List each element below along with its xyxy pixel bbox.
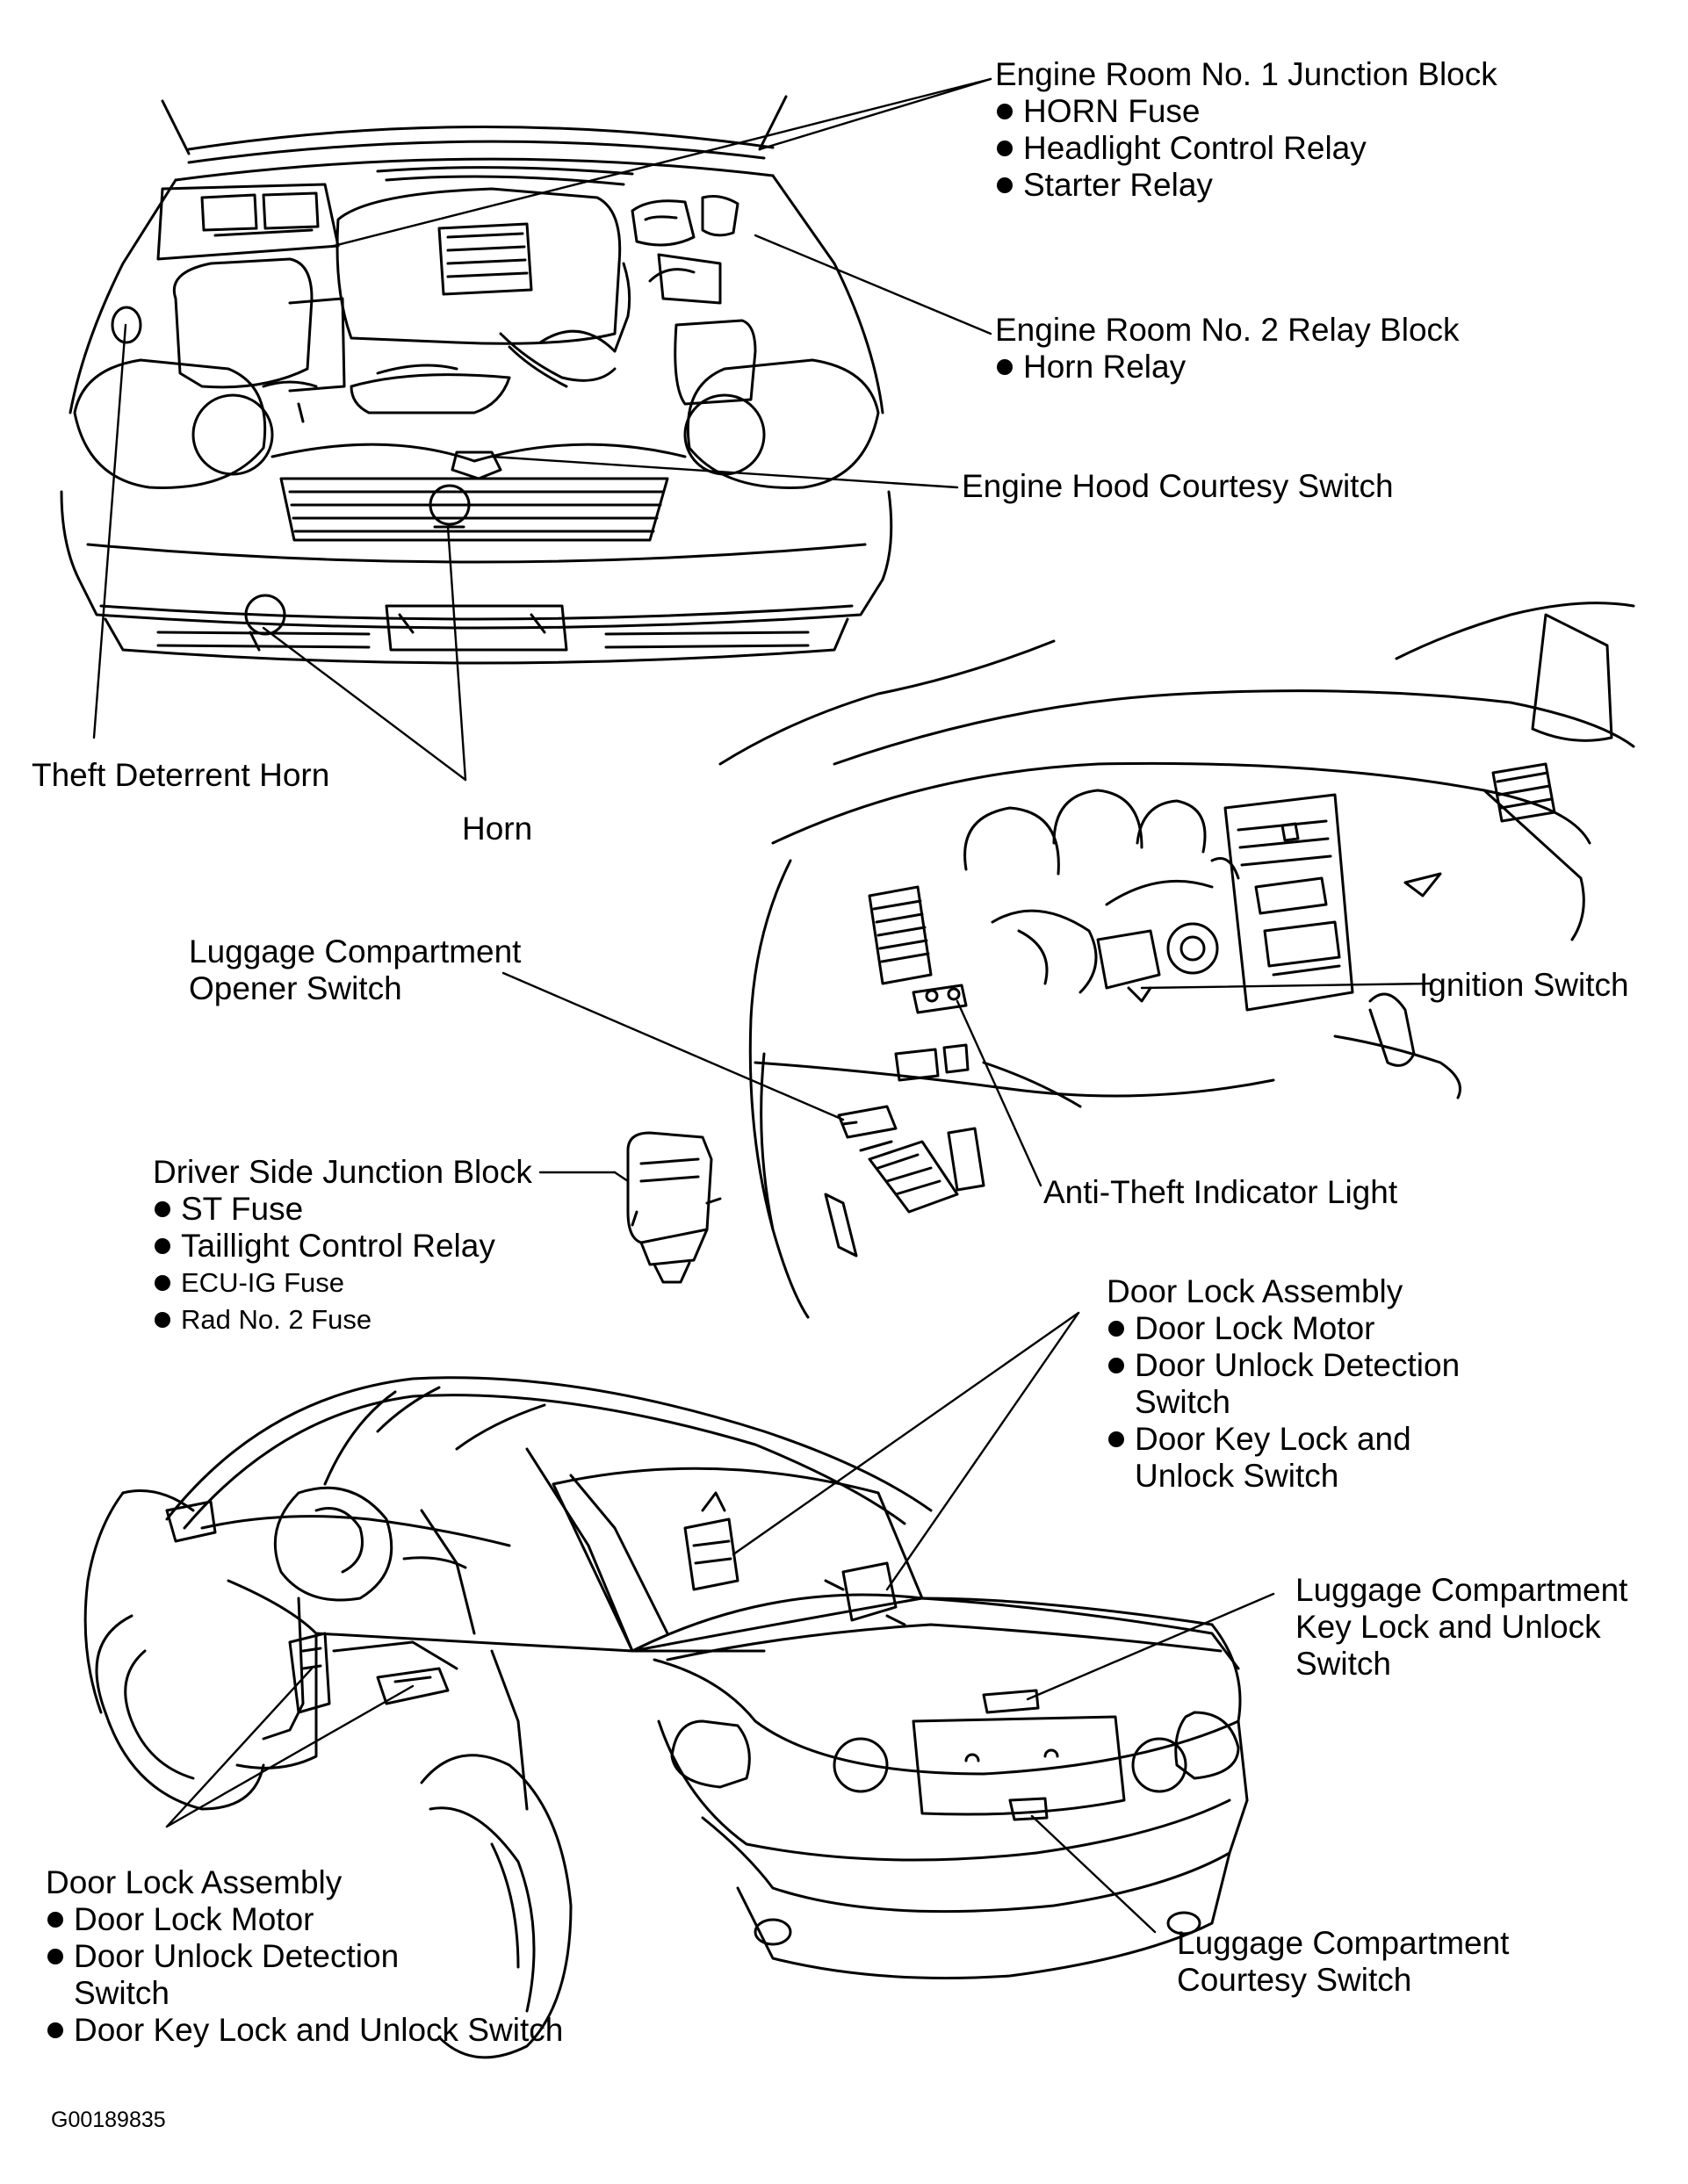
list-item-line: Door Unlock Detection <box>1135 1347 1461 1383</box>
callout-line: Luggage Compartment <box>1177 1925 1510 1961</box>
callout-theft-deterrent-horn: Theft Deterrent Horn <box>32 757 329 794</box>
front-engine-bay-drawing <box>60 95 893 665</box>
callout-luggage-compartment-courtesy-switch: Luggage Compartment Courtesy Switch <box>1177 1925 1509 1999</box>
list-item-line: Door Key Lock and <box>1135 1421 1411 1457</box>
callout-title: Door Lock Assembly <box>1107 1273 1403 1309</box>
callout-engine-room-no2-relay-block: Engine Room No. 2 Relay Block Horn Relay <box>995 312 1460 386</box>
list-item: Rad No. 2 Fuse <box>153 1301 532 1338</box>
callout-driver-side-junction-block: Driver Side Junction Block ST Fuse Taill… <box>153 1154 532 1338</box>
callout-title: Engine Room No. 1 Junction Block <box>995 56 1497 92</box>
item-list: Door Lock Motor Door Unlock Detection Sw… <box>46 1901 563 2049</box>
list-item: Door Lock Motor <box>1107 1310 1460 1347</box>
callout-anti-theft-indicator-light: Anti-Theft Indicator Light <box>1043 1174 1397 1211</box>
callout-door-lock-assembly-rear: Door Lock Assembly Door Lock Motor Door … <box>1107 1273 1460 1495</box>
callout-title: Anti-Theft Indicator Light <box>1043 1174 1398 1210</box>
list-item: Door Key Lock and Unlock Switch <box>46 2012 563 2049</box>
driver-side-junction-block-drawing <box>626 1131 722 1284</box>
callout-horn: Horn <box>462 811 532 847</box>
list-item: Starter Relay <box>995 167 1497 204</box>
callout-title: Door Lock Assembly <box>46 1864 343 1900</box>
callout-line: Courtesy Switch <box>1177 1962 1412 1998</box>
callout-title: Engine Hood Courtesy Switch <box>962 468 1394 504</box>
callout-title: Driver Side Junction Block <box>153 1154 532 1190</box>
callout-engine-room-no1-junction-block: Engine Room No. 1 Junction Block HORN Fu… <box>995 56 1497 204</box>
callout-title: Engine Room No. 2 Relay Block <box>995 312 1460 348</box>
callout-ignition-switch: Ignition Switch <box>1419 967 1629 1004</box>
callout-title: Theft Deterrent Horn <box>32 757 330 793</box>
callout-line: Switch <box>1295 1646 1391 1682</box>
list-item: HORN Fuse <box>995 93 1497 130</box>
list-item: Door Unlock Detection Switch <box>1107 1347 1460 1421</box>
dashboard-drawing <box>718 602 1635 1319</box>
list-item: Headlight Control Relay <box>995 130 1497 167</box>
callout-engine-hood-courtesy-switch: Engine Hood Courtesy Switch <box>962 468 1394 505</box>
callout-title-line2: Opener Switch <box>189 970 402 1006</box>
item-list: Horn Relay <box>995 349 1460 386</box>
list-item: Door Unlock Detection Switch <box>46 1938 563 2012</box>
figure-id: G00189835 <box>51 2108 166 2132</box>
item-list: ST Fuse Taillight Control Relay <box>153 1191 532 1265</box>
list-item: Door Key Lock and Unlock Switch <box>1107 1421 1460 1495</box>
callout-title: Horn <box>462 811 533 847</box>
callout-luggage-compartment-key-lock-unlock-switch: Luggage Compartment Key Lock and Unlock … <box>1295 1572 1627 1683</box>
item-list: HORN Fuse Headlight Control Relay Starte… <box>995 93 1497 204</box>
list-item: Taillight Control Relay <box>153 1228 532 1265</box>
callout-title-line1: Luggage Compartment <box>189 933 522 969</box>
callout-title: Ignition Switch <box>1419 967 1629 1003</box>
leader-lines-middle <box>501 971 1433 1187</box>
callout-line: Luggage Compartment <box>1295 1572 1628 1608</box>
leader-lines-top <box>92 77 992 782</box>
item-list-small: ECU-IG Fuse Rad No. 2 Fuse <box>153 1265 532 1338</box>
callout-door-lock-assembly-front: Door Lock Assembly Door Lock Motor Door … <box>46 1864 563 2049</box>
list-item-continuation: Unlock Switch <box>1135 1458 1339 1494</box>
list-item-line: Door Unlock Detection <box>74 1938 400 1974</box>
list-item: Door Lock Motor <box>46 1901 563 1938</box>
rear-car-drawing <box>83 1376 1249 2059</box>
list-item-continuation: Switch <box>1135 1384 1230 1420</box>
list-item: ECU-IG Fuse <box>153 1265 532 1301</box>
list-item-continuation: Switch <box>74 1975 170 2011</box>
leader-lines-bottom <box>165 1311 1275 1934</box>
list-item: ST Fuse <box>153 1191 532 1228</box>
item-list: Door Lock Motor Door Unlock Detection Sw… <box>1107 1310 1460 1495</box>
callout-line: Key Lock and Unlock <box>1295 1609 1601 1645</box>
list-item: Horn Relay <box>995 349 1460 386</box>
callout-luggage-compartment-opener-switch: Luggage Compartment Opener Switch <box>189 933 521 1007</box>
